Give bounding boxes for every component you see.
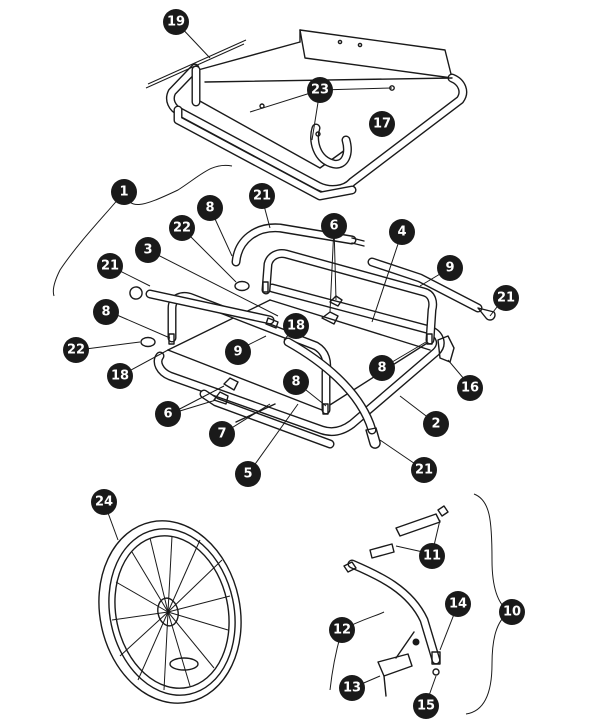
callout-22: 22 [169,215,195,241]
svg-text:8: 8 [377,361,386,376]
svg-text:18: 18 [111,369,129,384]
callout-7: 7 [209,421,235,447]
callout-4: 4 [389,219,415,245]
svg-text:2: 2 [431,417,440,432]
svg-text:9: 9 [445,261,454,276]
svg-text:21: 21 [415,463,433,478]
callout-6: 6 [321,213,347,239]
callout-15: 15 [413,693,439,719]
svg-text:8: 8 [291,375,300,390]
callout-9: 9 [437,255,463,281]
callout-23: 23 [307,77,333,103]
svg-text:19: 19 [167,15,185,30]
svg-text:8: 8 [101,305,110,320]
callout-22: 22 [63,337,89,363]
svg-text:7: 7 [217,427,226,442]
callout-21: 21 [97,253,123,279]
svg-text:15: 15 [417,699,435,714]
callout-8: 8 [197,195,223,221]
main-frame-assembly [129,223,496,449]
wheel-assembly [98,520,242,704]
callout-14: 14 [445,591,471,617]
svg-text:5: 5 [243,467,252,482]
callout-2: 2 [423,411,449,437]
callout-21: 21 [411,457,437,483]
callout-10: 10 [499,599,525,625]
svg-text:16: 16 [461,381,479,396]
callout-3: 3 [135,237,161,263]
callout-8: 8 [93,299,119,325]
callout-19: 19 [163,9,189,35]
svg-text:4: 4 [397,225,406,240]
callout-21: 21 [249,183,275,209]
svg-text:11: 11 [423,549,441,564]
svg-text:8: 8 [205,201,214,216]
callout-13: 13 [339,675,365,701]
svg-text:6: 6 [163,407,172,422]
callout-21: 21 [493,285,519,311]
callout-16: 16 [457,375,483,401]
callout-18: 18 [107,363,133,389]
svg-text:18: 18 [287,319,305,334]
callout-8: 8 [283,369,309,395]
svg-text:21: 21 [497,291,515,306]
svg-text:6: 6 [329,219,338,234]
svg-text:3: 3 [143,243,152,258]
svg-text:1: 1 [119,185,128,200]
svg-text:17: 17 [373,117,391,132]
callout-5: 5 [235,461,261,487]
callout-12: 12 [329,617,355,643]
callout-labels: 19 23 17 1 21 8 22 6 4 3 21 9 21 8 18 22… [63,9,525,719]
svg-text:10: 10 [503,605,521,620]
svg-text:9: 9 [233,345,242,360]
svg-text:13: 13 [343,681,361,696]
svg-text:24: 24 [95,495,113,510]
cover-panel-assembly [145,29,468,201]
callout-1: 1 [111,179,137,205]
callout-8: 8 [369,355,395,381]
svg-text:21: 21 [253,189,271,204]
svg-text:14: 14 [449,597,467,612]
svg-text:23: 23 [311,83,329,98]
callout-11: 11 [419,543,445,569]
callout-9: 9 [225,339,251,365]
svg-text:22: 22 [67,343,85,358]
callout-17: 17 [369,111,395,137]
callout-6: 6 [155,401,181,427]
svg-text:21: 21 [101,259,119,274]
svg-text:12: 12 [333,623,351,638]
callout-18: 18 [283,313,309,339]
callout-24: 24 [91,489,117,515]
svg-text:22: 22 [173,221,191,236]
tow-bar-assembly [343,505,449,697]
